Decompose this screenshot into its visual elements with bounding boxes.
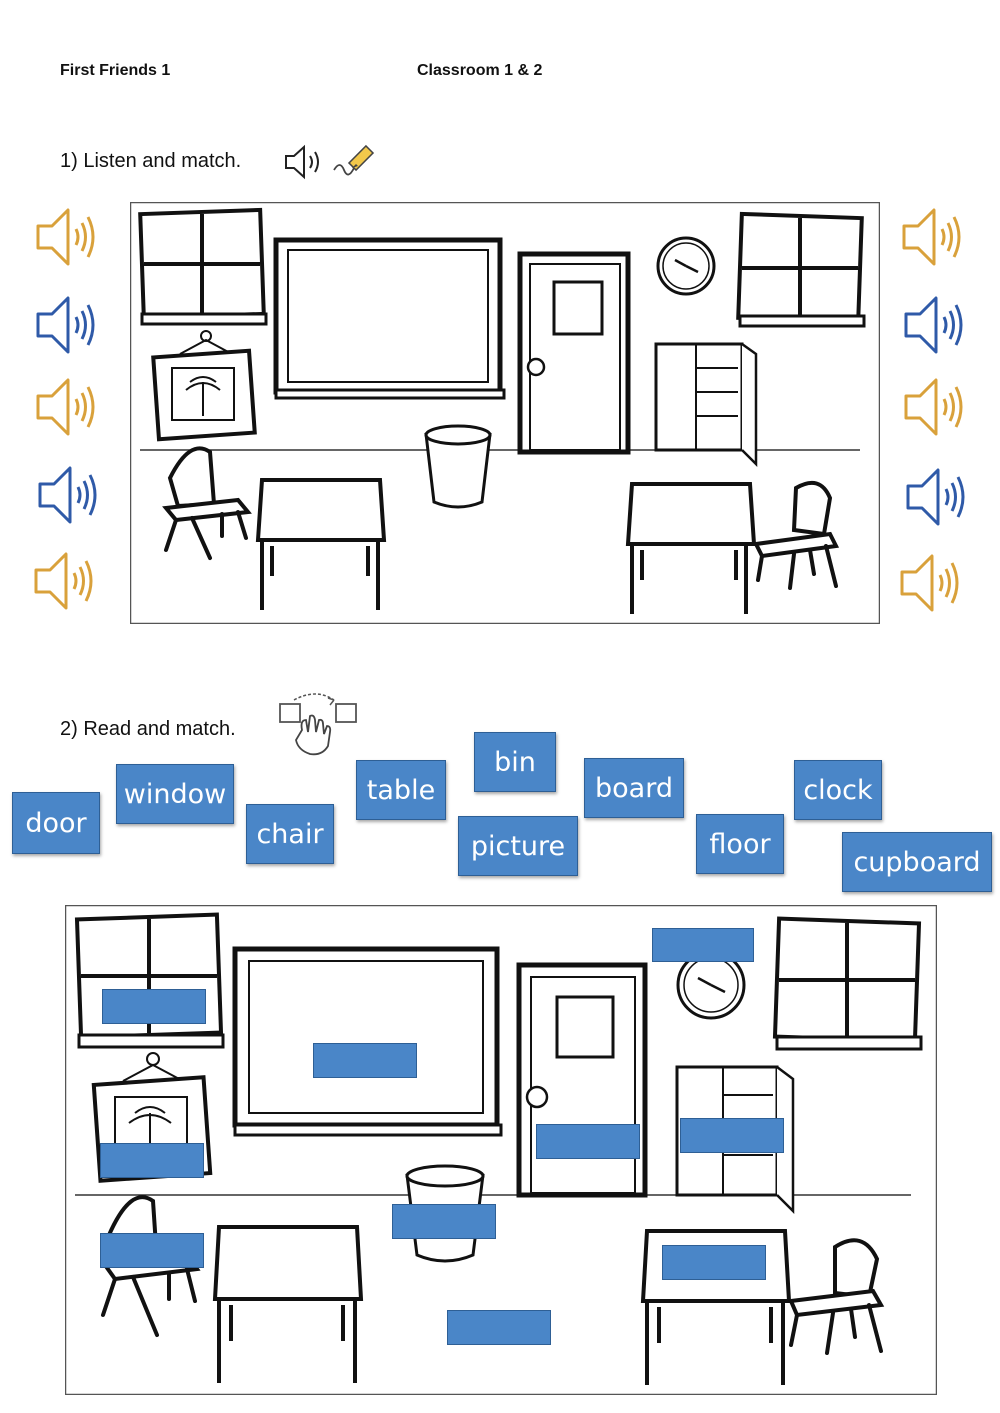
drop-target-floor[interactable] (447, 1310, 551, 1345)
word-tile-door[interactable]: door (12, 792, 100, 854)
speaker-button-6[interactable] (898, 202, 968, 272)
speaker-button-1[interactable] (32, 202, 102, 272)
word-tile-cupboard[interactable]: cupboard (842, 832, 992, 892)
drop-target-bin[interactable] (392, 1204, 496, 1239)
drag-and-drop-icon (279, 693, 357, 756)
speaker-button-10[interactable] (896, 548, 966, 618)
drop-target-table[interactable] (662, 1245, 766, 1280)
word-tile-floor[interactable]: floor (696, 814, 784, 874)
chair-right-1 (752, 480, 840, 590)
picture-1 (151, 330, 257, 442)
worksheet-series-title: First Friends 1 (60, 62, 171, 79)
drop-target-picture[interactable] (100, 1143, 204, 1178)
drop-target-clock[interactable] (652, 928, 754, 962)
word-tile-window[interactable]: window (116, 764, 234, 824)
classroom-illustration-1 (130, 202, 880, 624)
speaker-button-9[interactable] (902, 462, 972, 532)
word-tile-chair[interactable]: chair (246, 804, 334, 864)
window-right-1 (736, 211, 866, 328)
speaker-button-4[interactable] (34, 460, 104, 530)
word-tile-picture[interactable]: picture (458, 816, 578, 876)
drop-target-board[interactable] (313, 1043, 417, 1078)
drop-target-door[interactable] (536, 1124, 640, 1159)
word-tile-table[interactable]: table (356, 760, 446, 820)
speaker-button-2[interactable] (32, 290, 102, 360)
speaker-button-8[interactable] (900, 372, 970, 442)
drop-target-cupboard[interactable] (680, 1118, 784, 1153)
board-1 (273, 237, 506, 400)
chair-left-1 (162, 446, 252, 560)
section2-instruction: 2) Read and match. (60, 718, 236, 740)
cupboard-1 (654, 342, 758, 468)
worksheet-unit-title: Classroom 1 & 2 (417, 62, 543, 79)
section1-instruction: 1) Listen and match. (60, 150, 242, 172)
drop-target-window[interactable] (102, 989, 206, 1024)
speaker-button-5[interactable] (30, 546, 100, 616)
speaker-button-3[interactable] (32, 372, 102, 442)
pencil-match-icon (333, 144, 375, 176)
speaker-button-7[interactable] (900, 290, 970, 360)
speaker-icon (285, 144, 319, 180)
clock-1 (656, 236, 716, 296)
drop-target-chair[interactable] (100, 1233, 204, 1268)
window-left-1 (138, 207, 268, 326)
table-left-1 (255, 478, 387, 610)
door-1 (517, 251, 631, 455)
word-tile-clock[interactable]: clock (794, 760, 882, 820)
word-tile-board[interactable]: board (584, 758, 684, 818)
word-tile-bin[interactable]: bin (474, 732, 556, 792)
